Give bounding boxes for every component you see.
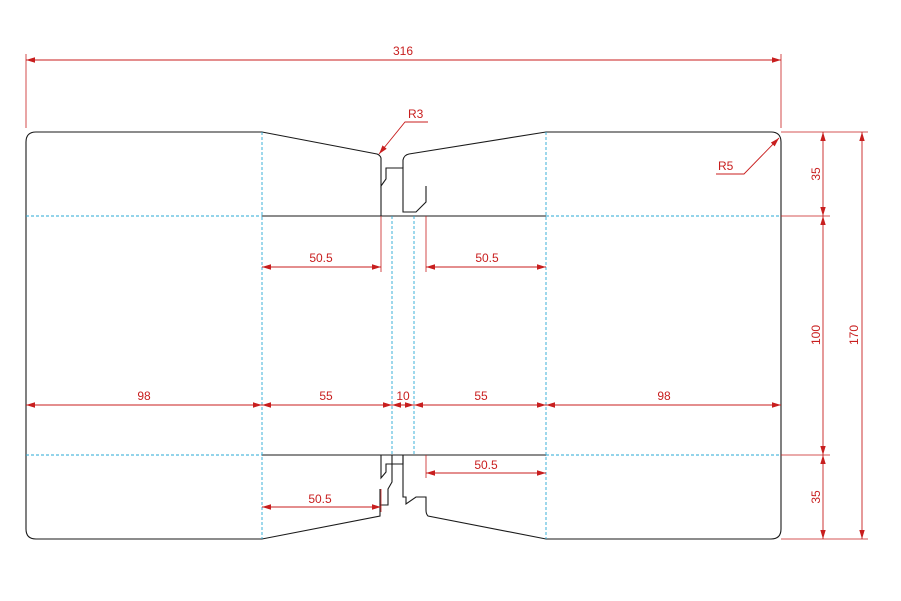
label-top-flap-height: 35 <box>809 167 823 181</box>
dimension-labels: 316 R3 R5 35 100 170 35 50.5 50.5 98 55 … <box>137 44 861 506</box>
dimension-lines <box>25 54 868 540</box>
box-outline-left <box>25 131 393 540</box>
label-left-panel: 98 <box>137 389 151 403</box>
label-middle-height: 100 <box>809 325 823 345</box>
fold-lines <box>26 132 781 539</box>
box-outline-top-right <box>402 131 782 540</box>
label-overall-width: 316 <box>393 44 413 58</box>
label-inner-top-right: 50.5 <box>475 251 499 265</box>
leader-r5 <box>716 137 780 175</box>
label-bottom-flap-height: 35 <box>809 490 823 504</box>
label-top-radius: R3 <box>408 107 424 121</box>
label-inner-bottom-right: 50.5 <box>474 458 498 472</box>
label-left-side: 55 <box>319 389 333 403</box>
label-corner-radius: R5 <box>718 159 734 173</box>
label-inner-bottom-left: 50.5 <box>308 492 332 506</box>
label-center-gap: 10 <box>396 389 410 403</box>
label-overall-height: 170 <box>847 325 861 345</box>
cut-outline <box>25 131 782 540</box>
label-right-side: 55 <box>474 389 488 403</box>
bottom-slot-left <box>380 455 404 480</box>
label-right-panel: 98 <box>657 389 671 403</box>
leader-r3 <box>378 121 428 155</box>
box-outline-top-slope <box>261 131 427 213</box>
label-inner-top-left: 50.5 <box>309 251 333 265</box>
